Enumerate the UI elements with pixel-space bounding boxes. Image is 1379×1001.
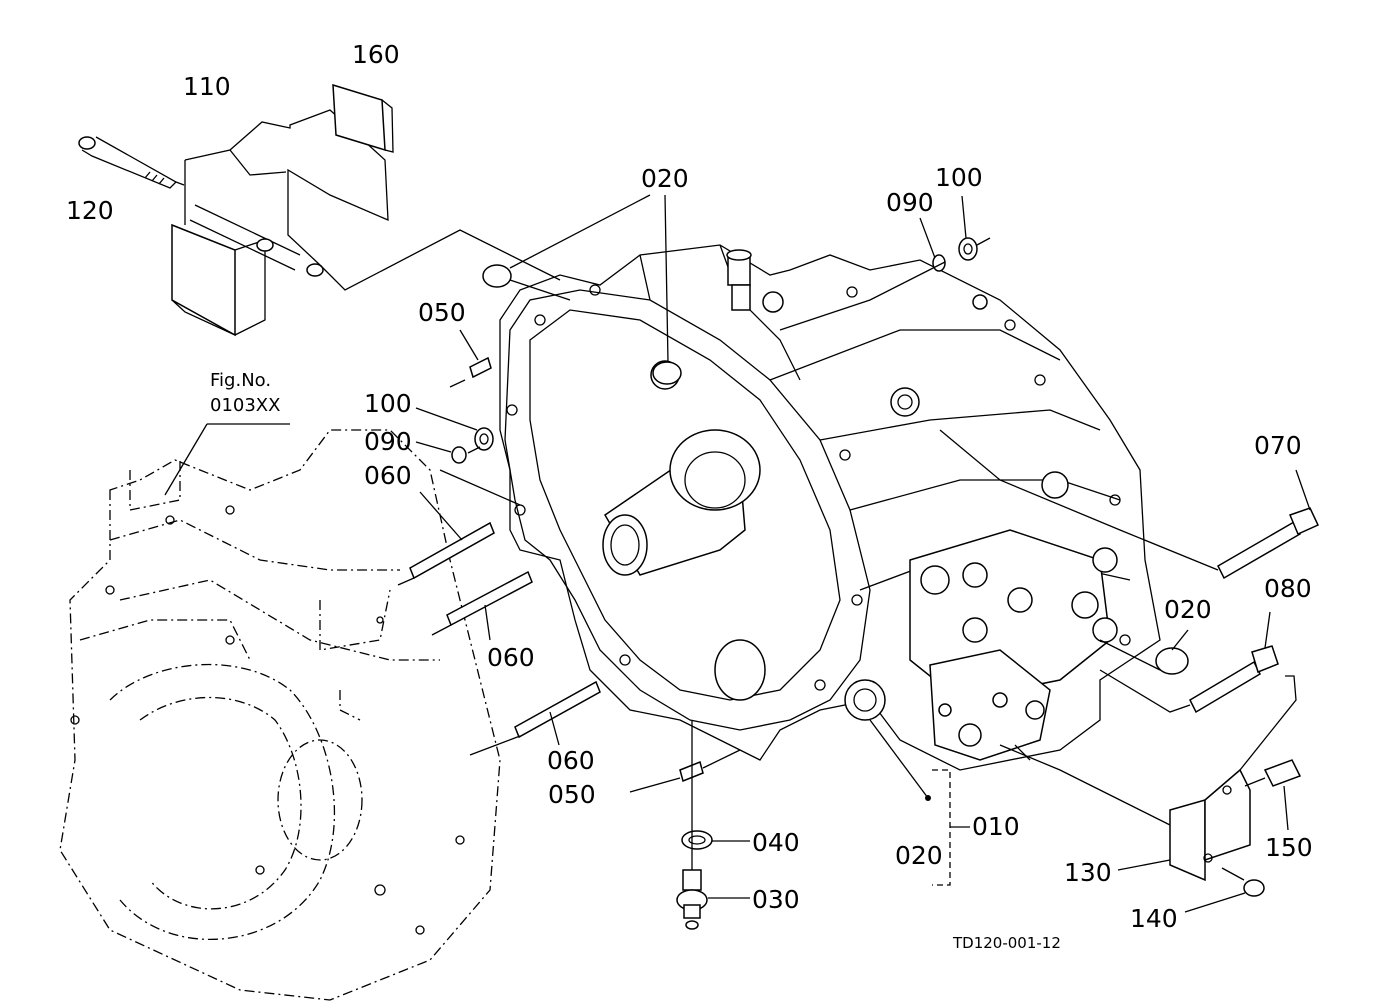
sleeve-020-top	[482, 264, 682, 385]
figure-ref-line1: Fig.No.	[210, 370, 272, 391]
callout-050-bottom: 050	[548, 780, 596, 809]
callout-160: 160	[352, 40, 400, 69]
pin-050-top	[469, 356, 492, 379]
leader-lines	[164, 181, 1311, 913]
callout-020-top: 020	[641, 164, 689, 193]
washer-100-top	[958, 237, 978, 261]
bolt-070	[1217, 507, 1320, 580]
bolt-080	[1189, 645, 1279, 714]
cover-part-110	[171, 109, 389, 337]
figure-ref-line2: 0103XX	[210, 395, 281, 416]
callout-060-b: 060	[487, 643, 535, 672]
callout-150: 150	[1265, 833, 1313, 862]
callout-090-left: 090	[364, 427, 412, 456]
lockwasher-090-left	[451, 446, 467, 464]
callout-070: 070	[1254, 431, 1302, 460]
washer-040	[681, 830, 713, 850]
callout-030: 030	[752, 885, 800, 914]
engine-flywheel-housing	[59, 429, 501, 1001]
bolt-part-120	[78, 136, 178, 189]
stud-060-b	[446, 570, 533, 627]
callout-020-bottom: 020	[895, 841, 943, 870]
callout-060-c: 060	[547, 746, 595, 775]
callout-100-top: 100	[935, 163, 983, 192]
callout-010: 010	[972, 812, 1020, 841]
sleeve-020-right	[1155, 647, 1189, 675]
callout-040: 040	[752, 828, 800, 857]
bracket-130	[1169, 675, 1297, 882]
gasket-part-160	[332, 83, 394, 153]
plug-030	[676, 869, 708, 930]
callout-050-top: 050	[418, 298, 466, 327]
callout-080: 080	[1264, 574, 1312, 603]
callout-060-a: 060	[364, 461, 412, 490]
callout-020-right: 020	[1164, 595, 1212, 624]
callout-100-left: 100	[364, 389, 412, 418]
washer-100-left	[474, 427, 494, 451]
stud-060-c	[514, 680, 601, 739]
stud-060-a	[409, 521, 495, 580]
callout-110: 110	[183, 72, 231, 101]
callout-130: 130	[1064, 858, 1112, 887]
callout-120: 120	[66, 196, 114, 225]
transmission-housing	[499, 244, 1161, 771]
sensor-150	[1263, 759, 1302, 787]
callout-140: 140	[1130, 904, 1178, 933]
bolt-140	[1221, 867, 1265, 897]
drawing-code: TD120-001-12	[953, 934, 1061, 952]
callout-090-top: 090	[886, 188, 934, 217]
